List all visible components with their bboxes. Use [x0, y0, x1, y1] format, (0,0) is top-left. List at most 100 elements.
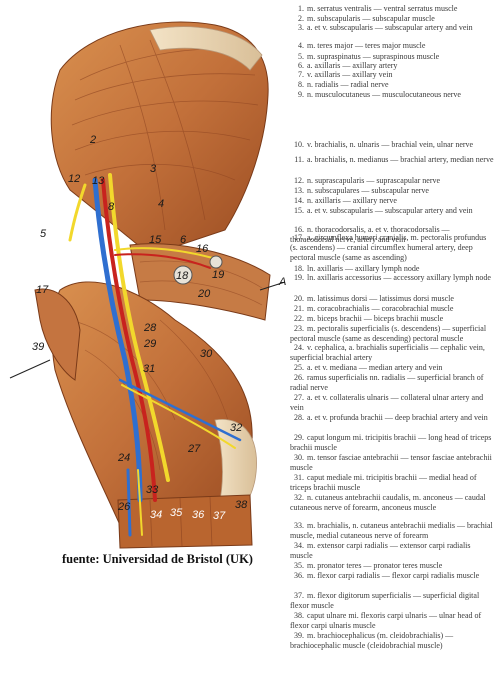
legend-entry-text: m. pectoralis superficialis (s. descende… — [290, 324, 487, 343]
legend-entry-number: 6. — [298, 61, 304, 70]
legend-entry-number: 35. — [294, 561, 304, 570]
axillary-lymph-node — [173, 265, 193, 285]
legend-entry-text: a. circumflexa humeri cranialis, m. pect… — [290, 233, 487, 262]
legend-entry-text: m. flexor digitorum superficialis — supe… — [290, 591, 480, 610]
legend-entry-text: a. et v. profunda brachii — deep brachia… — [307, 413, 488, 422]
legend-entry: 16.n. thoracodorsalis, a. et v. thoracod… — [290, 225, 495, 245]
brachiocephalic-muscle — [34, 288, 81, 381]
label-16: 16 — [196, 243, 209, 255]
legend-entry-text: n. thoracodorsalis, a. et v. thoracodors… — [290, 225, 450, 244]
legend-entry-number: 19. — [294, 273, 304, 282]
legend-entry-text: a. brachialis, n. medianus — brachial ar… — [307, 155, 494, 164]
legend-entry-number: 38. — [294, 611, 304, 620]
legend-entry-number: 17. — [294, 233, 304, 242]
legend-entry-number: 31. — [294, 473, 304, 482]
label-6: 6 — [180, 234, 187, 246]
legend-entry-number: 15. — [294, 206, 304, 215]
legend-entry-text: v. axillaris — axillary vein — [307, 70, 393, 79]
legend-entry-text: ln. axillaris — axillary lymph node — [307, 264, 420, 273]
label-4: 4 — [158, 198, 164, 210]
legend-entry-number: 5. — [298, 52, 304, 61]
legend-entry-text: caput mediale mi. tricipitis brachii — m… — [290, 473, 477, 492]
latissimus-muscle — [129, 243, 271, 321]
legend-entry: 17.a. circumflexa humeri cranialis, m. p… — [290, 233, 495, 263]
legend-entry-number: 2. — [298, 14, 304, 23]
legend-entry-text: n. radialis — radial nerve — [307, 80, 389, 89]
legend-entry: 32.n. cutaneus antebrachii caudalis, m. … — [290, 493, 495, 513]
legend-entry: 33.m. brachialis, n. cutaneus antebrachi… — [290, 521, 495, 541]
vein-bundle — [92, 177, 143, 503]
legend-list: 1.m. serratus ventralis — ventral serrat… — [290, 0, 500, 679]
legend-entry-text: m. extensor carpi radialis — extensor ca… — [290, 541, 471, 560]
label-8: 8 — [108, 201, 115, 213]
legend-entry-text: n. axillaris — axillary nerve — [307, 196, 397, 205]
label-33: 33 — [146, 484, 159, 496]
legend-entry: 2.m. subscapularis — subscapular muscle — [290, 14, 495, 24]
legend-entry-number: 9. — [298, 90, 304, 99]
legend-entry-text: m. latissimus dorsi — latissimus dorsi m… — [307, 294, 454, 303]
label-32: 32 — [230, 422, 242, 434]
label-38: 38 — [235, 499, 248, 511]
legend-entry-number: 14. — [294, 196, 304, 205]
legend-entry-number: 20. — [294, 294, 304, 303]
label-20: 20 — [197, 288, 211, 300]
legend-entry-text: m. tensor fasciae antebrachii — tensor f… — [290, 453, 492, 472]
legend-entry-number: 24. — [294, 343, 304, 352]
legend-entry: 20.m. latissimus dorsi — latissimus dors… — [290, 294, 495, 304]
legend-entry-text: m. brachialis, n. cutaneus antebrachii m… — [290, 521, 493, 540]
legend-entry: 19.ln. axillaris accessorius — accessory… — [290, 273, 495, 283]
legend-entry-number: 23. — [294, 324, 304, 333]
label-19: 19 — [212, 269, 224, 281]
label-26: 26 — [117, 501, 131, 513]
legend-entry-number: 29. — [294, 433, 304, 442]
legend-entry-number: 32. — [294, 493, 304, 502]
legend-entry: 22.m. biceps brachii — biceps brachii mu… — [290, 314, 495, 324]
label-2: 2 — [89, 134, 96, 146]
legend-entry-text: a. et v. subscapularis — subscapular art… — [307, 206, 473, 215]
label-37: 37 — [213, 510, 226, 522]
nerve-bundle — [108, 173, 170, 482]
legend-entry-number: 22. — [294, 314, 304, 323]
label-30: 30 — [200, 348, 213, 360]
legend-entry: 15.a. et v. subscapularis — subscapular … — [290, 206, 495, 216]
legend-entry-number: 21. — [294, 304, 304, 313]
legend-entry-text: v. brachialis, n. ulnaris — brachial vei… — [307, 140, 474, 149]
label-3: 3 — [150, 163, 157, 175]
label-39: 39 — [32, 341, 44, 353]
legend-entry: 21.m. coracobrachialis — coracobrachial … — [290, 304, 495, 314]
legend-entry-number: 11. — [294, 155, 304, 164]
legend-entry: 27.a. et v. collateralis ulnaris — colla… — [290, 393, 495, 413]
legend-entry: 9.n. musculocutaneus — musculocutaneous … — [290, 90, 495, 100]
legend-entry-text: n. subscapulares — subscapular nerve — [307, 186, 429, 195]
label-27: 27 — [187, 443, 201, 455]
legend-entry-number: 1. — [298, 4, 304, 13]
label-5: 5 — [40, 228, 47, 240]
legend-entry: 18.ln. axillaris — axillary lymph node — [290, 264, 495, 274]
legend-entry-text: a. et v. mediana — median artery and vei… — [307, 363, 443, 372]
legend-entry: 39.m. brachiocephalicus (m. cleidobrachi… — [290, 631, 495, 651]
legend-entry: 1.m. serratus ventralis — ventral serrat… — [290, 4, 495, 14]
legend-entry-text: n. suprascapularis — suprascapular nerve — [307, 176, 441, 185]
legend-entry-number: 25. — [294, 363, 304, 372]
legend-entry-number: 12. — [294, 176, 304, 185]
legend-entry: 3.a. et v. subscapularis — subscapular a… — [290, 23, 495, 33]
label-15: 15 — [149, 234, 162, 246]
legend-entry-number: 16. — [294, 225, 304, 234]
legend-entry-text: m. coracobrachialis — coracobrachial mus… — [307, 304, 454, 313]
legend-entry-number: 10. — [294, 140, 304, 149]
legend-entry: 26.ramus superficialis nn. radialis — su… — [290, 373, 495, 393]
legend-entry-text: caput longum mi. tricipitis brachii — lo… — [290, 433, 492, 452]
legend-entry-text: m. flexor carpi radialis — flexor carpi … — [307, 571, 480, 580]
legend-entry: 34.m. extensor carpi radialis — extensor… — [290, 541, 495, 561]
label-12: 12 — [68, 173, 80, 185]
accessory-lymph-node — [209, 255, 223, 269]
legend-entry-text: n. musculocutaneus — musculocutaneous ne… — [307, 90, 461, 99]
legend-entry-text: a. et v. collateralis ulnaris — collater… — [290, 393, 484, 412]
legend-entry-number: 33. — [294, 521, 304, 530]
legend-entry-text: v. cephalica, a. brachialis superficiali… — [290, 343, 485, 362]
legend-entry: 36.m. flexor carpi radialis — flexor car… — [290, 571, 495, 581]
artery-bundle — [101, 178, 157, 502]
legend-entry-number: 7. — [298, 70, 304, 79]
legend-entry-text: m. serratus ventralis — ventral serratus… — [307, 4, 458, 13]
label-29: 29 — [143, 338, 156, 350]
